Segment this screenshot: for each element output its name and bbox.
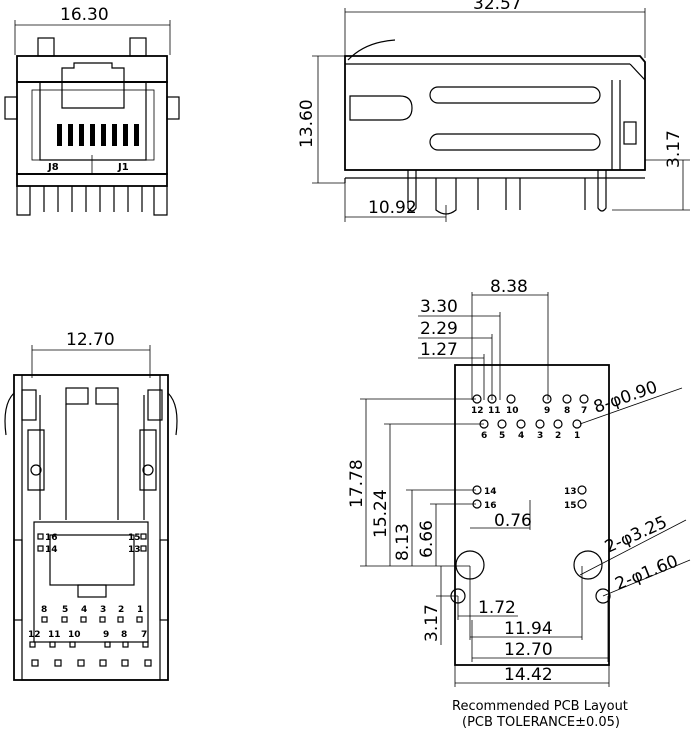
pcb-dim-172: 1.72 — [478, 598, 516, 618]
side-pins — [407, 170, 607, 215]
label-j8: J8 — [47, 162, 59, 173]
front-width-dim: 16.30 — [60, 5, 109, 25]
bottom-pin-row-1: 8 5 4 3 2 1 — [41, 605, 143, 623]
pcb-dim-1270: 12.70 — [504, 640, 553, 660]
bottom-pads — [31, 659, 152, 667]
jack-contacts — [57, 124, 139, 146]
pcb-led-left-pin: 14 — [484, 487, 497, 497]
pcb-dim-1524: 15.24 — [371, 489, 391, 538]
pcb-dim-666: 6.66 — [417, 520, 437, 558]
bottom-view: 12.70 16 1 — [4, 330, 178, 681]
pcb-row-b-pin: 2 — [555, 431, 561, 441]
pcb-row-b-pin: 5 — [499, 431, 505, 441]
bottom-pin-row-2: 12 11 10 9 8 7 — [28, 630, 149, 648]
pcb-led-right-pin: 15 — [564, 501, 577, 511]
pcb-led-left-pin: 16 — [484, 501, 497, 511]
pcb-row-b-pin: 6 — [481, 431, 487, 441]
bottom-row2-pin: 7 — [141, 630, 147, 640]
bottom-row1-pin: 4 — [81, 605, 87, 615]
pcb-callout-090: 8-φ0.90 — [591, 377, 660, 417]
pcb-row-a-pin: 10 — [506, 406, 519, 416]
pcb-row-b-pin: 1 — [574, 431, 580, 441]
bottom-row2-pin: 9 — [103, 630, 109, 640]
pcb-caption-tolerance: (PCB TOLERANCE±0.05) — [462, 715, 620, 730]
pcb-row-b-pin: 4 — [518, 431, 524, 441]
pcb-dim-1442: 14.42 — [504, 665, 553, 685]
side-right-dim: 3.17 — [664, 130, 684, 168]
bottom-row2-pin: 11 — [48, 630, 61, 640]
label-j1: J1 — [117, 162, 129, 173]
bottom-pin-16: 16 — [45, 533, 58, 543]
pcb-row-a-pin: 7 — [581, 406, 587, 416]
bottom-pin-15: 15 — [128, 533, 141, 543]
bottom-row1-pin: 8 — [41, 605, 47, 615]
bottom-row1-pin: 5 — [62, 605, 68, 615]
bottom-width-dim: 12.70 — [66, 330, 115, 350]
pcb-led-right-pin: 13 — [564, 487, 577, 497]
pcb-dim-076: 0.76 — [494, 511, 532, 531]
pcb-dim-1194: 11.94 — [504, 619, 553, 639]
pcb-caption-title: Recommended PCB Layout — [452, 699, 628, 714]
pcb-callout-160: 2-φ1.60 — [612, 551, 681, 594]
bottom-row2-pin: 10 — [68, 630, 81, 640]
bottom-row1-pin: 3 — [100, 605, 106, 615]
pcb-row-b: 6 5 4 3 2 1 — [479, 419, 582, 441]
pcb-led-holes: 14 16 13 15 — [472, 485, 587, 511]
bottom-row1-pin: 2 — [118, 605, 124, 615]
front-pins — [43, 186, 143, 212]
pcb-dim-330: 3.30 — [420, 297, 458, 317]
bottom-pin-13: 13 — [128, 545, 141, 555]
pcb-dim-813: 8.13 — [393, 523, 413, 561]
pcb-callout-325: 2-φ3.25 — [602, 512, 670, 557]
pcb-dim-1778: 17.78 — [347, 459, 367, 508]
pcb-dim-317: 3.17 — [422, 604, 442, 642]
bottom-row2-pin: 12 — [28, 630, 41, 640]
pcb-row-a: 12 11 10 9 8 7 — [471, 394, 589, 416]
bottom-row1-pin: 1 — [137, 605, 143, 615]
side-view: 32.57 13.60 3.17 — [297, 0, 690, 222]
pcb-row-a-pin: 8 — [564, 406, 570, 416]
pcb-dim-229: 2.29 — [420, 319, 458, 339]
pcb-row-b-pin: 3 — [537, 431, 543, 441]
side-height-dim: 13.60 — [297, 99, 317, 148]
side-length-dim: 32.57 — [473, 0, 522, 14]
bottom-pin-14: 14 — [45, 545, 58, 555]
bottom-row2-pin: 8 — [121, 630, 127, 640]
pcb-layout: 8.38 3.30 2.29 1.27 12 11 10 9 8 7 — [347, 277, 691, 730]
side-bottom-dim: 10.92 — [368, 198, 417, 218]
pcb-dim-127: 1.27 — [420, 340, 458, 360]
pcb-row-a-pin: 12 — [471, 406, 484, 416]
pcb-dim-838: 8.38 — [490, 277, 528, 297]
bottom-led-pins: 16 14 15 13 — [37, 533, 147, 555]
pcb-row-a-pin: 9 — [544, 406, 550, 416]
front-view: 16.30 J8 J1 — [4, 5, 180, 216]
pcb-row-a-pin: 11 — [488, 406, 501, 416]
